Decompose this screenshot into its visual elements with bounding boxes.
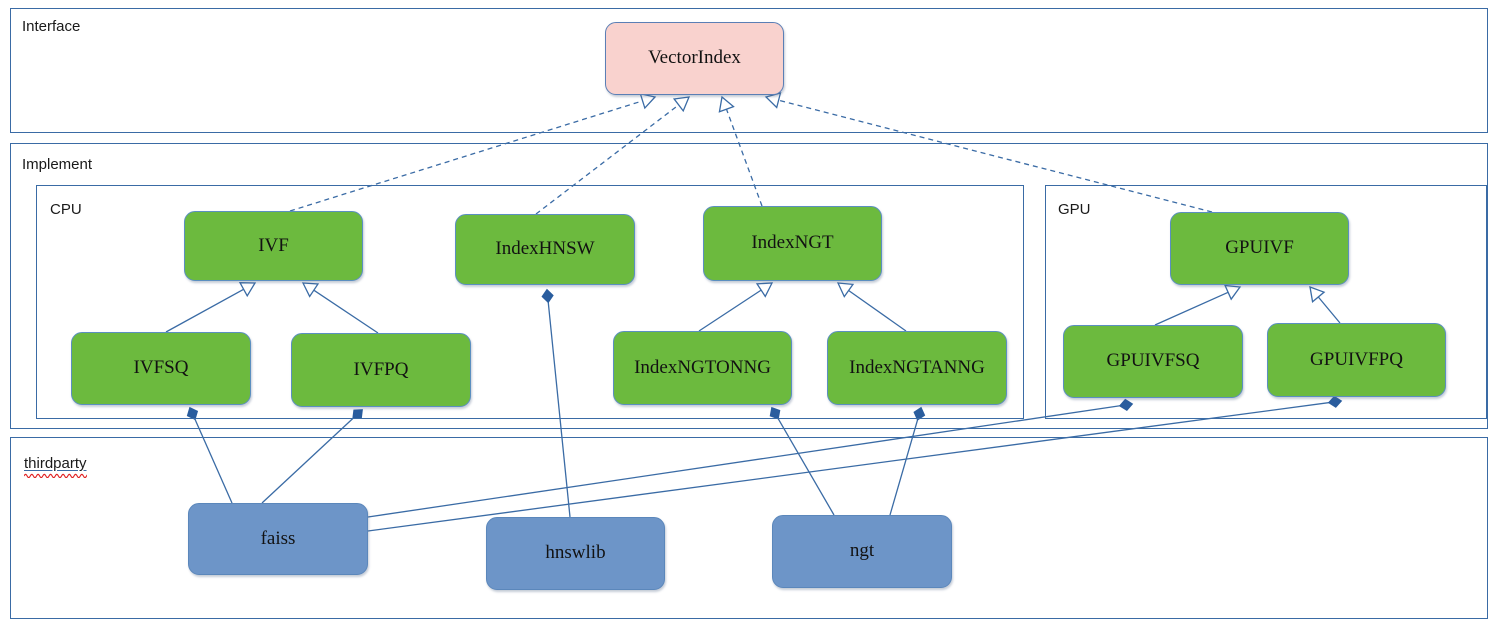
node-label-vectorindex: VectorIndex (648, 47, 741, 69)
node-ivfsq[interactable]: IVFSQ (71, 332, 251, 405)
node-ngt[interactable]: ngt (772, 515, 952, 588)
node-gpuivfpq[interactable]: GPUIVFPQ (1267, 323, 1446, 397)
node-label-gpuivfsq: GPUIVFSQ (1106, 350, 1200, 372)
node-label-ivfsq: IVFSQ (133, 357, 189, 379)
node-indexngtonng[interactable]: IndexNGTONNG (613, 331, 792, 405)
node-label-gpuivfpq: GPUIVFPQ (1310, 348, 1403, 370)
node-vectorindex[interactable]: VectorIndex (605, 22, 784, 95)
node-label-indexngt: IndexNGT (751, 232, 834, 254)
node-hnswlib[interactable]: hnswlib (486, 517, 665, 590)
node-label-hnswlib: hnswlib (545, 542, 606, 564)
group-cpu (36, 185, 1024, 419)
node-label-gpuivf: GPUIVF (1225, 237, 1294, 259)
group-label-thirdparty: thirdparty (24, 456, 87, 478)
node-label-indexngtanng: IndexNGTANNG (849, 356, 985, 378)
node-faiss[interactable]: faiss (188, 503, 368, 575)
node-gpuivfsq[interactable]: GPUIVFSQ (1063, 325, 1243, 398)
node-label-ngt: ngt (849, 540, 875, 562)
node-label-indexngtonng: IndexNGTONNG (634, 356, 771, 378)
node-label-ivfpq: IVFPQ (353, 358, 409, 380)
node-indexhnsw[interactable]: IndexHNSW (455, 214, 635, 285)
group-gpu (1045, 185, 1487, 419)
node-label-faiss: faiss (260, 527, 296, 549)
node-gpuivf[interactable]: GPUIVF (1170, 212, 1349, 285)
node-ivf[interactable]: IVF (184, 211, 363, 281)
group-label-gpu: GPU (1058, 201, 1091, 218)
node-ivfpq[interactable]: IVFPQ (291, 333, 471, 407)
group-thirdparty (10, 437, 1488, 619)
group-interface (10, 8, 1488, 133)
group-label-interface: Interface (22, 18, 81, 35)
group-label-cpu: CPU (50, 201, 82, 218)
node-label-ivf: IVF (258, 234, 289, 256)
node-indexngt[interactable]: IndexNGT (703, 206, 882, 281)
group-implement (10, 143, 1488, 429)
node-indexngtanng[interactable]: IndexNGTANNG (827, 331, 1007, 405)
group-label-implement: Implement (22, 156, 93, 173)
node-label-indexhnsw: IndexHNSW (495, 238, 595, 260)
spellcheck-squiggle-icon (24, 473, 87, 478)
